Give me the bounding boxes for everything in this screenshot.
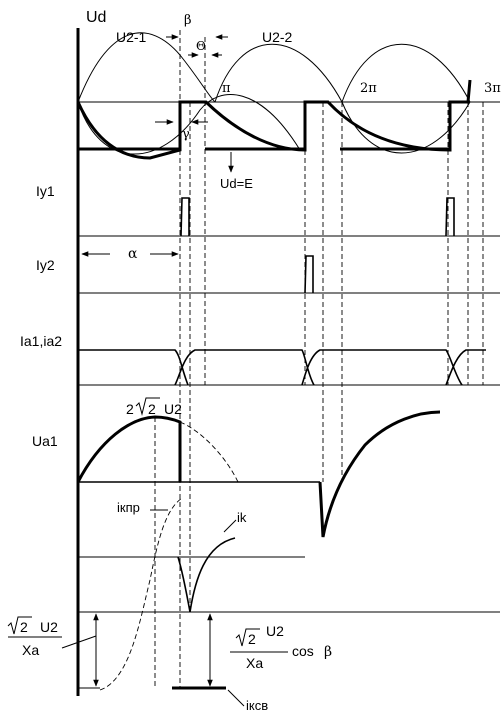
ua1-label: Ua1: [32, 433, 58, 449]
two-pi-label: 2π: [360, 81, 377, 96]
cos-beta-label: β: [324, 644, 332, 660]
ia-current-waveform: [78, 349, 486, 386]
left-xa: Xa: [22, 642, 39, 658]
right-u2: U2: [266, 623, 284, 639]
ik-label: ik: [237, 510, 247, 525]
iy2-pulse: [304, 255, 314, 294]
theta-label: Θ: [196, 39, 206, 53]
ud-axis-label: Ud: [86, 9, 106, 26]
pi-label: π: [222, 81, 231, 96]
right-radical: [235, 628, 260, 647]
u2-1-sine: [77, 32, 216, 103]
ikcv-label: iксв: [246, 698, 268, 713]
iy2-label: Iy2: [36, 257, 55, 273]
ikpr-label: iкпр: [117, 500, 140, 515]
alpha-label: α: [128, 246, 138, 262]
ud-e-label: Ud=E: [220, 176, 253, 191]
amp-radical: [135, 397, 160, 416]
right-root: 2: [248, 631, 256, 647]
beta-label: β: [184, 13, 192, 28]
ik-dashed-curve: [99, 497, 183, 691]
amp-suffix: U2: [164, 401, 182, 417]
cos-label: cos: [292, 643, 314, 659]
u2-2-label: U2-2: [262, 29, 293, 45]
u2-2-sine-upper: [214, 43, 471, 104]
right-xa: Xa: [246, 655, 263, 671]
amp-root: 2: [148, 401, 156, 417]
u2-1-label: U2-1: [116, 29, 147, 45]
left-u2: U2: [40, 619, 58, 635]
ua1-dashed-continuation: [179, 421, 239, 483]
gamma-label: γ: [182, 127, 190, 142]
left-root: 2: [20, 619, 28, 635]
iy1-label: Iy1: [36, 183, 55, 199]
iy1-pulse-2: [445, 197, 455, 237]
ia1-ia2-label: Ia1,ia2: [20, 333, 62, 349]
ik-pointer: [223, 519, 237, 533]
left-radical: [7, 616, 32, 635]
three-pi-label: 3π: [484, 81, 501, 96]
left-leader: [61, 635, 97, 649]
ua1-waveform-1: [76, 415, 182, 483]
amp-prefix: 2: [126, 401, 134, 417]
ikcv-pointer: [227, 689, 245, 707]
ua1-waveform-2: [318, 410, 441, 538]
ik-current-curve: [177, 537, 236, 613]
ud-output-waveform: [76, 79, 472, 160]
iy1-pulse-1: [180, 197, 190, 237]
